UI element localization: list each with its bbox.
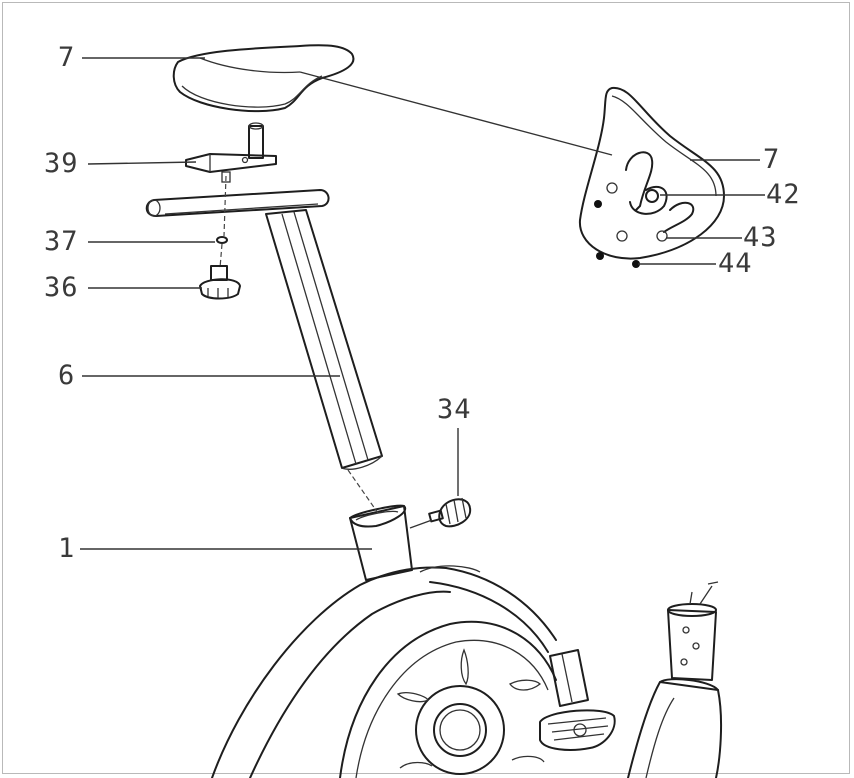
label-saddle: 7 [58, 42, 76, 73]
saddle [172, 44, 355, 113]
label-seat-post: 6 [58, 360, 76, 391]
label-pull-knob: 34 [437, 394, 472, 425]
saddle-detail-view [578, 86, 725, 268]
label-knob: 36 [44, 272, 79, 303]
main-frame [211, 565, 723, 778]
label-detail-42: 42 [766, 179, 801, 210]
label-detail-saddle: 7 [763, 144, 781, 175]
pull-knob [409, 497, 472, 529]
saddle-bracket [185, 153, 277, 183]
label-detail-44: 44 [718, 248, 753, 279]
assembly-axis-bracket [219, 175, 227, 269]
frame-socket [349, 504, 413, 581]
leader-lines [80, 57, 765, 550]
saddle-stem [248, 122, 264, 159]
seat-post [265, 209, 383, 470]
washer [216, 236, 228, 244]
label-main-frame: 1 [58, 533, 76, 564]
label-detail-43: 43 [743, 222, 778, 253]
label-washer: 37 [44, 226, 79, 257]
seat-post-crossbar [145, 189, 330, 217]
assembly-axis-post [347, 469, 381, 517]
knob [199, 265, 241, 300]
label-saddle-bracket: 39 [44, 148, 79, 179]
